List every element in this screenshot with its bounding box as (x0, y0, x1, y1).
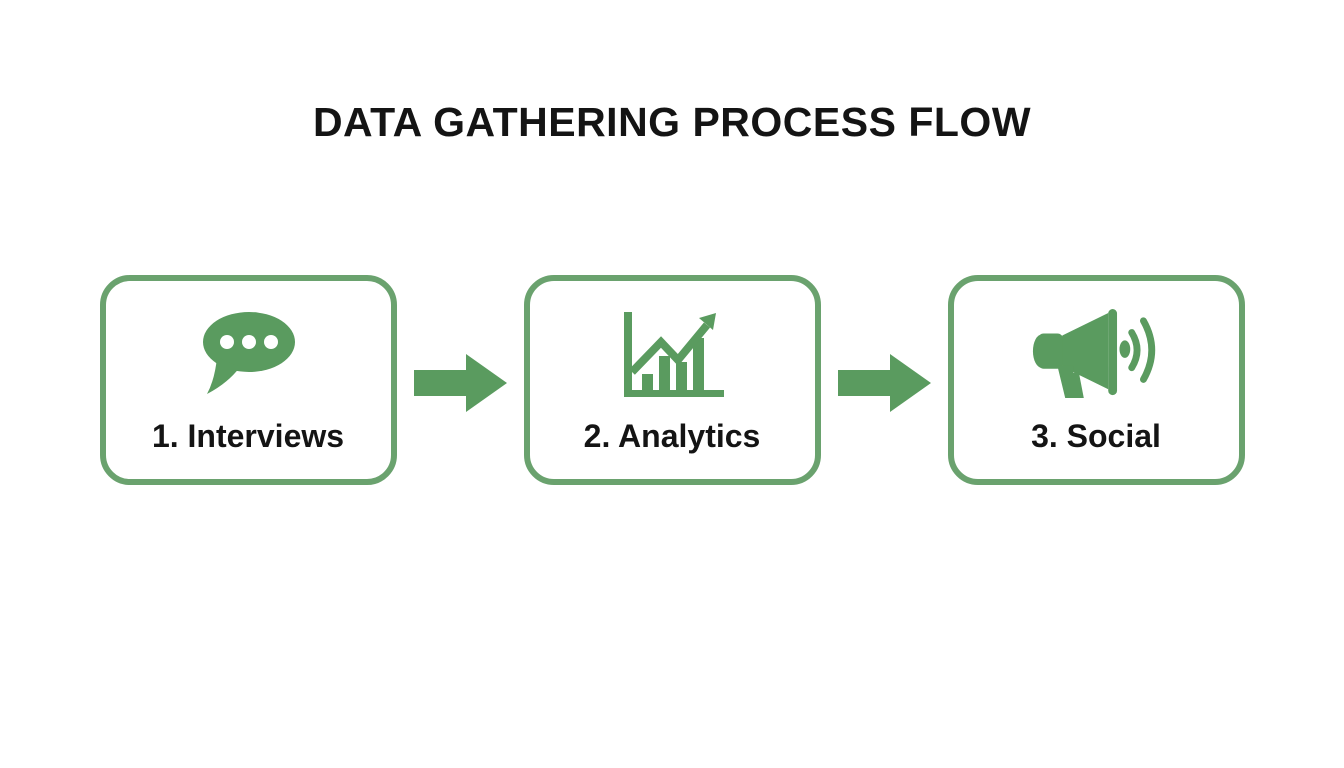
page-title: DATA GATHERING PROCESS FLOW (312, 99, 1032, 145)
arrow-right-icon (413, 354, 507, 412)
megaphone-icon (1030, 307, 1163, 402)
flow-connector-1 (397, 354, 524, 412)
bar-chart-trend-icon (616, 307, 728, 402)
step-box-social: 3. Social (947, 275, 1245, 485)
step-label-interviews: 1. Interviews (151, 418, 345, 454)
step-box-analytics: 2. Analytics (523, 275, 821, 485)
arrow-right-icon (837, 354, 931, 412)
process-flow: 1. Interviews (0, 275, 1344, 485)
step-label-analytics: 2. Analytics (583, 418, 761, 454)
diagram-canvas: DATA GATHERING PROCESS FLOW 1. Interview… (0, 102, 1344, 768)
flow-connector-2 (821, 354, 948, 412)
step-label-social: 3. Social (1031, 418, 1161, 454)
chat-bubble-icon (200, 307, 296, 402)
step-box-interviews: 1. Interviews (99, 275, 397, 485)
